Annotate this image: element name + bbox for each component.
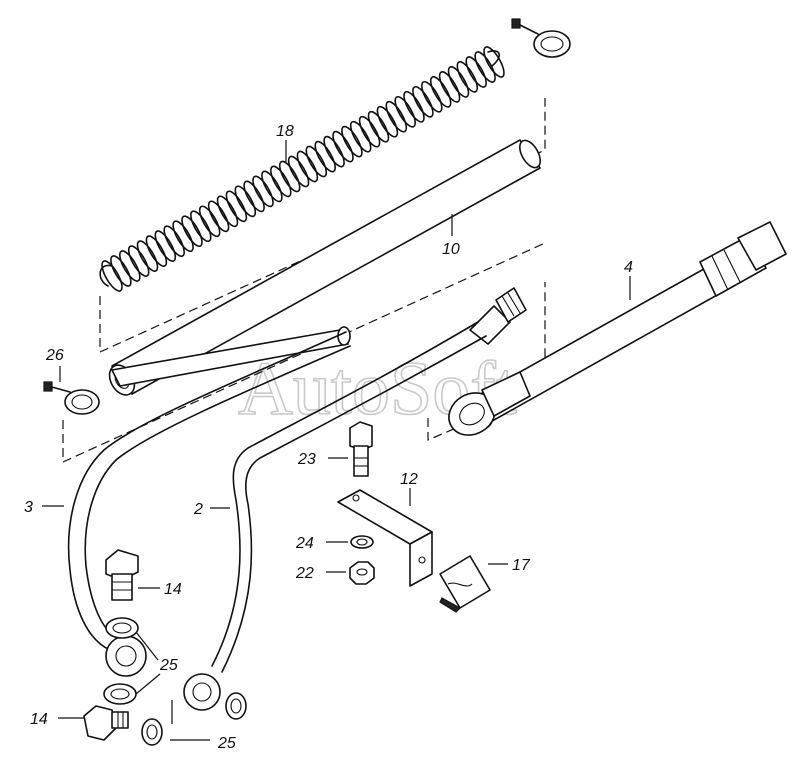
spring-coil bbox=[367, 110, 390, 143]
spring-coil bbox=[376, 105, 399, 138]
spring-coil bbox=[225, 190, 248, 223]
spring-coil bbox=[234, 185, 257, 218]
callout-14-lower: 14 bbox=[30, 711, 48, 728]
tube-fitting-threaded bbox=[469, 287, 527, 345]
spring-coil bbox=[127, 245, 150, 277]
spring-coil bbox=[278, 160, 301, 193]
spring-coil bbox=[172, 220, 194, 253]
bolt-part-23 bbox=[349, 421, 373, 477]
spring-coil bbox=[314, 140, 336, 173]
spring-coil bbox=[429, 76, 452, 108]
callout-18: 18 bbox=[276, 123, 294, 140]
spring-coil bbox=[207, 200, 230, 233]
spring-coil bbox=[447, 66, 470, 98]
spring-coil bbox=[136, 240, 159, 272]
spring-coil bbox=[323, 135, 345, 168]
pipe-part-2 bbox=[183, 321, 487, 711]
spring-coil bbox=[154, 230, 177, 262]
bracket-part-12 bbox=[337, 489, 433, 587]
spring-coil bbox=[145, 235, 168, 267]
spring-coils bbox=[101, 46, 505, 292]
spring-coil bbox=[483, 46, 505, 78]
spring-coil bbox=[341, 125, 363, 158]
spring-coil bbox=[456, 61, 479, 93]
sealing-washers-part-25 bbox=[103, 617, 247, 746]
spring-coil bbox=[385, 100, 408, 133]
sleeve-tube bbox=[111, 326, 351, 387]
spring-coil bbox=[243, 180, 265, 213]
hose-clamp-top bbox=[511, 18, 571, 58]
callout-25-lower: 25 bbox=[217, 735, 236, 752]
callout-25-upper: 25 bbox=[159, 657, 178, 674]
spring-coil bbox=[101, 260, 123, 292]
spring-coil bbox=[305, 145, 328, 178]
callout-14-upper: 14 bbox=[164, 581, 182, 598]
spring-coil bbox=[474, 51, 496, 83]
callout-10: 10 bbox=[442, 241, 460, 258]
callout-24: 24 bbox=[295, 535, 314, 552]
callout-2: 2 bbox=[193, 501, 203, 518]
spring-coil bbox=[403, 90, 425, 123]
coil-spring-part-18 bbox=[99, 46, 505, 292]
spring-coil bbox=[190, 210, 212, 243]
spring-coil bbox=[181, 215, 203, 248]
callout-4: 4 bbox=[624, 259, 633, 276]
washer-part-24 bbox=[350, 535, 374, 549]
spring-coil bbox=[465, 56, 487, 88]
banjo-bolt-part-14-upper bbox=[105, 549, 139, 601]
spring-coil bbox=[332, 130, 354, 163]
clip-part-17 bbox=[439, 555, 491, 613]
spring-coil bbox=[261, 170, 283, 203]
callout-23: 23 bbox=[297, 451, 316, 468]
callout-26: 26 bbox=[45, 347, 64, 364]
spring-coil bbox=[163, 225, 185, 258]
spring-coil bbox=[119, 250, 141, 282]
spring-coil bbox=[110, 255, 132, 287]
spring-coil bbox=[198, 205, 221, 238]
callouts: 18 10 4 26 23 12 3 2 24 22 17 14 25 14 2… bbox=[24, 123, 633, 752]
spring-coil bbox=[287, 155, 310, 188]
callout-3: 3 bbox=[24, 499, 33, 516]
spring-coil bbox=[349, 120, 372, 153]
spring-coil bbox=[216, 195, 239, 228]
banjo-bolt-part-14-lower bbox=[83, 705, 129, 741]
callout-22: 22 bbox=[295, 565, 314, 582]
spring-coil bbox=[394, 95, 416, 128]
spring-coil bbox=[358, 115, 381, 148]
callout-17: 17 bbox=[512, 557, 531, 574]
spring-coil bbox=[296, 150, 319, 183]
pipe-part-3 bbox=[67, 331, 351, 677]
callout-12: 12 bbox=[400, 471, 418, 488]
flex-hose-part-4 bbox=[448, 221, 787, 436]
spring-coil bbox=[438, 71, 461, 103]
spring-coil bbox=[252, 175, 274, 208]
spring-coil bbox=[270, 165, 292, 198]
leader-lines bbox=[42, 140, 631, 741]
spring-coil bbox=[412, 85, 434, 118]
nut-part-22 bbox=[349, 561, 375, 585]
spring-coil bbox=[421, 80, 443, 113]
hose-clamp-part-26 bbox=[43, 381, 100, 415]
